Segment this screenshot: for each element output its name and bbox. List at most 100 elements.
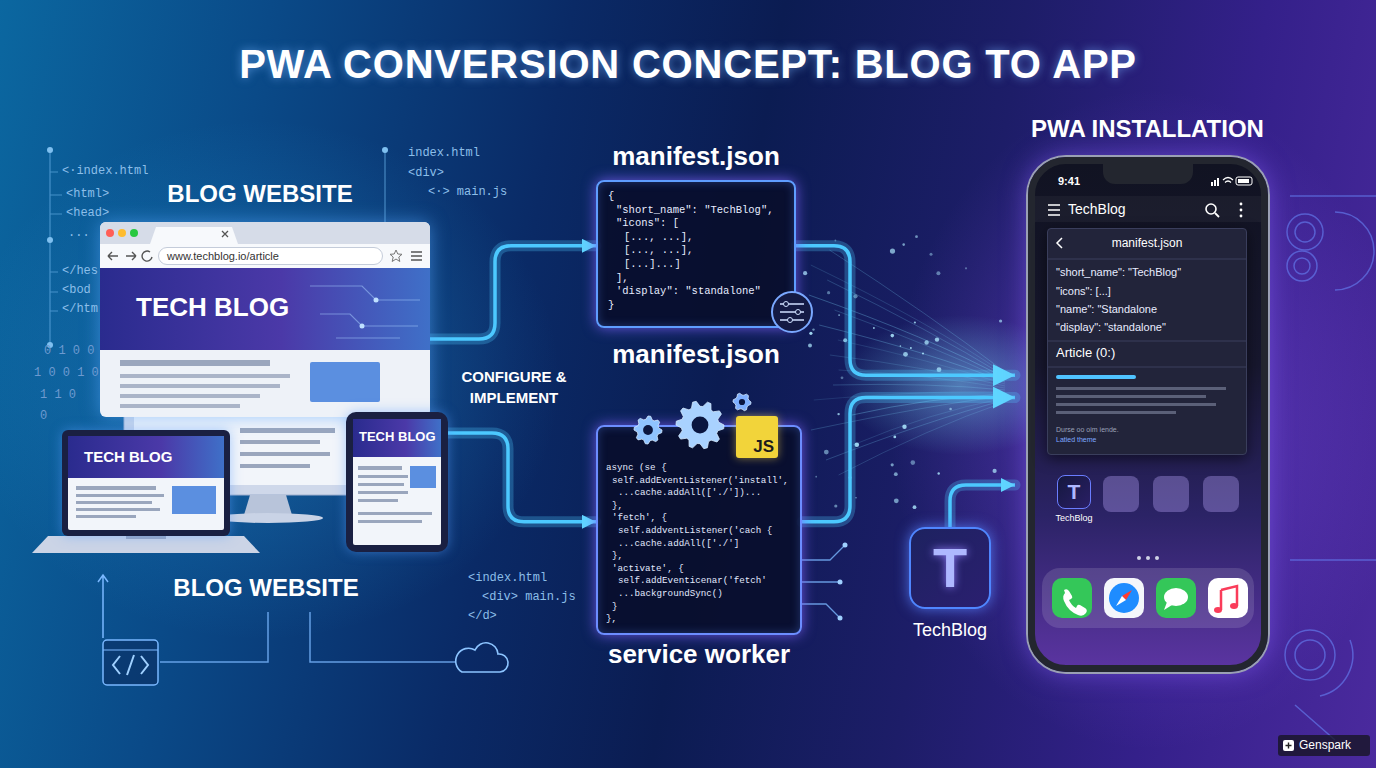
decor-rect bbox=[1056, 411, 1176, 414]
arrow-glow bbox=[448, 433, 596, 522]
code-line: ...cache.addAll(['./'])... bbox=[606, 487, 761, 500]
code-line: self.addventListener('cach { bbox=[606, 525, 772, 538]
decor-circle bbox=[924, 340, 928, 344]
decor-path bbox=[142, 251, 152, 261]
decor-ellipse bbox=[1230, 603, 1238, 609]
code-snippet: </hes bbox=[62, 264, 98, 278]
panel-text: Latied theme bbox=[1056, 435, 1096, 445]
decor-circle bbox=[837, 413, 839, 415]
device-hero: TECH BLOG bbox=[68, 436, 224, 478]
decor-circle bbox=[739, 399, 745, 405]
decor-path bbox=[1320, 640, 1353, 696]
decor-circle bbox=[891, 463, 894, 466]
code-line: "icons": [ bbox=[608, 217, 679, 231]
arrow-line bbox=[448, 433, 596, 522]
decor-rect bbox=[358, 475, 408, 478]
decor-path bbox=[802, 604, 840, 618]
decor-path bbox=[126, 252, 136, 260]
arrow-line bbox=[430, 246, 596, 339]
decor-circle bbox=[47, 147, 53, 153]
decor-path bbox=[113, 655, 148, 675]
decor-rect bbox=[310, 362, 380, 402]
code-line: }, bbox=[606, 500, 623, 513]
decor-rect bbox=[358, 483, 404, 486]
decor-line bbox=[1048, 259, 1246, 260]
decor-circle bbox=[1294, 258, 1310, 274]
decor-circle bbox=[796, 310, 801, 315]
decor-rect bbox=[76, 508, 160, 511]
decor-circle bbox=[1240, 203, 1243, 206]
decor-path bbox=[108, 252, 118, 260]
decor-rect bbox=[1056, 387, 1226, 390]
code-panel: {"short_name": "TechBlog","icons": [[...… bbox=[596, 180, 796, 328]
app-icon-tile: T bbox=[909, 527, 991, 609]
decor-path bbox=[1290, 195, 1376, 197]
decor-circle bbox=[873, 327, 875, 329]
code-line: "short_name": "TechBlog", bbox=[608, 204, 774, 218]
decor-circle bbox=[815, 476, 817, 478]
phone-notch bbox=[1103, 164, 1193, 184]
file-heading: manifest.json bbox=[596, 338, 796, 370]
decor-rect bbox=[76, 501, 152, 504]
flow-arrow bbox=[796, 246, 1015, 375]
decor-circle bbox=[784, 302, 789, 307]
code-line: [...]...] bbox=[608, 258, 681, 272]
decor-rect bbox=[1042, 568, 1254, 628]
code-snippet: <bod bbox=[62, 283, 91, 297]
decor-circle bbox=[118, 229, 126, 237]
code-line: [..., ...], bbox=[608, 231, 693, 245]
decor-circle bbox=[788, 318, 793, 323]
file-heading: manifest.json bbox=[596, 140, 796, 172]
app-icon-letter: T bbox=[1058, 476, 1090, 508]
blog-heading: TECH BLOG bbox=[136, 292, 289, 322]
phone-manifest-panel: manifest.json"short_name": "TechBlog""ic… bbox=[1047, 228, 1247, 455]
panel-text: "short_name": "TechBlog" bbox=[1056, 265, 1181, 279]
decor-circle bbox=[999, 319, 1002, 322]
panel-text: "name": "Standalone bbox=[1056, 302, 1157, 316]
arrow-glow bbox=[802, 398, 1015, 522]
js-text: JS bbox=[753, 437, 774, 457]
decor-circle bbox=[692, 417, 709, 434]
decor-circle bbox=[1295, 640, 1325, 670]
decor-circle bbox=[808, 343, 812, 347]
decor-path bbox=[1057, 238, 1062, 248]
decor-path bbox=[1221, 586, 1237, 610]
decor-circle bbox=[1137, 556, 1141, 560]
decor-rect bbox=[1153, 476, 1189, 512]
decor-path bbox=[1286, 743, 1292, 749]
decor-path bbox=[1164, 602, 1172, 610]
decor-circle bbox=[900, 345, 902, 347]
decor-circle bbox=[841, 376, 844, 379]
binary-digits: 1 1 0 bbox=[40, 388, 76, 402]
decor-path bbox=[160, 612, 455, 662]
decor-rect bbox=[1208, 578, 1248, 618]
decor-circle bbox=[1146, 556, 1150, 560]
decor-rect bbox=[1211, 182, 1213, 186]
code-line: ], bbox=[608, 272, 629, 286]
code-snippet: <html> bbox=[66, 187, 109, 201]
device-hero: TECH BLOG bbox=[353, 419, 441, 457]
decor-circle bbox=[902, 243, 905, 246]
decor-rect bbox=[1203, 476, 1239, 512]
code-line: }, bbox=[606, 613, 617, 626]
arrow-line bbox=[802, 398, 1015, 522]
decor-rect bbox=[1217, 178, 1219, 186]
decor-g bbox=[1285, 196, 1376, 740]
decor-circle bbox=[894, 498, 899, 503]
code-line: ...backgroundSync() bbox=[606, 588, 723, 601]
decor-circle bbox=[382, 147, 388, 153]
decor-circle bbox=[913, 505, 917, 509]
decor-rect bbox=[1104, 578, 1144, 618]
decor-rect bbox=[172, 486, 216, 514]
decor-path bbox=[1215, 213, 1219, 217]
decor-path bbox=[839, 402, 1005, 475]
decor-path bbox=[310, 286, 420, 338]
decor-path bbox=[49, 150, 50, 345]
decor-path bbox=[1335, 212, 1374, 290]
code-snippet: index.html bbox=[408, 146, 480, 160]
code-line: }, bbox=[606, 550, 623, 563]
panel-text: Article (0:) bbox=[1056, 345, 1115, 361]
code-snippet: <div> main.js bbox=[482, 590, 576, 604]
decor-circle bbox=[922, 353, 924, 355]
